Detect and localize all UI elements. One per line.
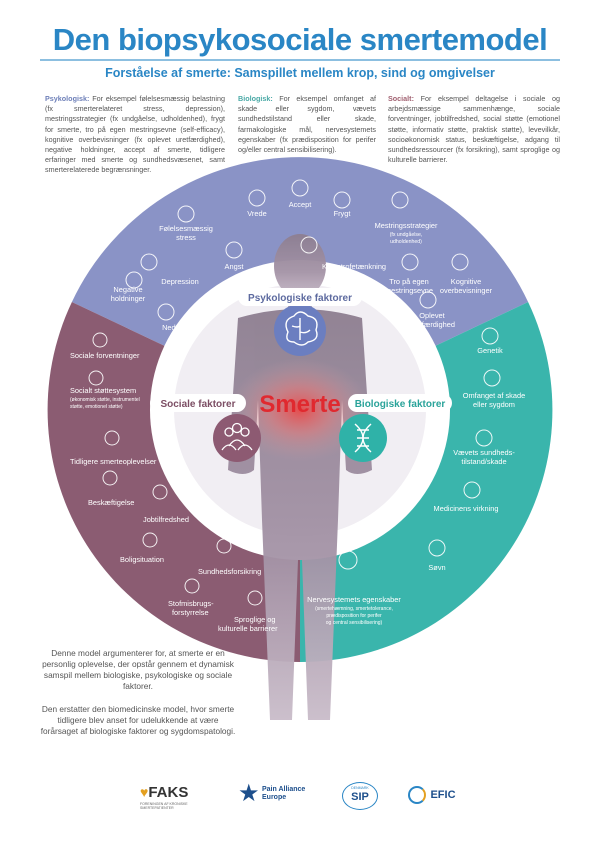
psych-item-nedtrykthed: Nedtrykthed <box>162 323 202 332</box>
group-icon <box>213 414 261 462</box>
pain-alliance-europe-logo: ★ Pain Alliance Europe <box>238 780 305 807</box>
bio-item-vaev: Vævets sundheds- <box>453 448 515 457</box>
psych-item-negative-2: holdninger <box>111 294 146 303</box>
psychological-description: Psykologisk: For eksempel følelsesmæssig… <box>45 94 225 176</box>
bio-item-medicin: Medicinens virkning <box>434 504 499 513</box>
pae-logo-line2: Europe <box>262 794 287 801</box>
psych-item-accept: Accept <box>289 200 312 209</box>
pae-logo-line1: Pain Alliance <box>262 786 306 793</box>
social-item-bolig: Boligsituation <box>120 555 164 564</box>
bio-item-genetik: Genetik <box>477 346 503 355</box>
psych-item-kognitive: Kognitive <box>451 277 481 286</box>
dna-icon-helix <box>354 423 372 453</box>
social-label: Socialt: <box>388 94 414 103</box>
psych-item-negative: Negative <box>113 285 142 294</box>
psych-item-kognitive-2: overbevisninger <box>440 286 493 295</box>
bio-item-nerve-sub3: og central sensibilisering) <box>326 620 383 626</box>
bottom-paragraph-2: Den erstatter den biomedicinske model, h… <box>40 704 236 736</box>
page-subtitle: Forståelse af smerte: Samspillet mellem … <box>105 66 495 80</box>
psych-item-oplevet: Oplevet <box>419 311 444 320</box>
efic-logo-text: EFIC <box>430 789 456 801</box>
psych-item-katastrofe: Katastrofetænkning <box>322 262 386 271</box>
psych-icons <box>125 179 469 321</box>
faks-logo: ♥FAKS FORENINGEN AF KRONISKE SMERTEPATIE… <box>140 784 220 810</box>
bio-item-nerve: Nervesystemets egenskaber <box>307 595 401 604</box>
social-item-sprog: Sproglige og <box>234 615 276 624</box>
bio-item-omfang: Omfanget af skade <box>463 391 525 400</box>
sip-logo-text: SIP <box>351 791 369 803</box>
psych-item-tro-2: mestringsevne <box>385 286 433 295</box>
social-factor-label: Sociale faktorer <box>160 399 235 410</box>
biological-label: Biologisk: <box>238 94 273 103</box>
psych-item-mestring-sub1: (fx undgåelse, <box>390 231 423 238</box>
psych-item-stress-2: stress <box>176 233 196 242</box>
brain-icon-lines <box>285 311 318 346</box>
bio-item-sovn: Søvn <box>428 563 445 572</box>
efic-swirl-icon <box>408 786 426 804</box>
biological-text: For eksempel omfanget af skade eller syg… <box>238 94 376 155</box>
heart-icon: ♥ <box>140 784 149 800</box>
psych-item-angst: Angst <box>225 262 244 271</box>
social-description: Socialt: For eksempel deltagelse i socia… <box>388 94 560 165</box>
psychological-factor-pill <box>238 288 362 306</box>
logo-bar: ♥FAKS FORENINGEN AF KRONISKE SMERTEPATIE… <box>0 782 600 822</box>
faks-logo-text: FAKS <box>148 784 189 801</box>
psych-item-stress: Følelsesmæssig <box>159 224 213 233</box>
sip-logo-top: DENMARK <box>351 786 369 790</box>
social-icons <box>88 332 263 606</box>
social-item-beskaeftigelse: Beskæftigelse <box>88 498 134 507</box>
group-icon-figures <box>221 422 253 451</box>
social-item-stotte-sub2: støtte, emotionel støtte) <box>70 404 123 410</box>
social-item-forventninger: Sociale forventninger <box>70 351 140 360</box>
social-item-stof-2: forstyrrelse <box>172 608 209 617</box>
bottom-paragraph-1: Denne model argumenterer for, at smerte … <box>42 648 234 691</box>
social-item-jobtilfredshed: Jobtilfredshed <box>143 515 189 524</box>
bio-item-omfang-2: eller sygdom <box>473 400 515 409</box>
social-text: For eksempel deltagelse i sociale og arb… <box>388 94 560 165</box>
social-item-sundhed: Sundhedsforsikring <box>198 567 261 576</box>
page-title: Den biopsykosociale smertemodel <box>52 22 548 57</box>
psych-item-oplevet-2: uretfærdighed <box>409 320 455 329</box>
psych-item-mestring-sub2: udholdenhed) <box>390 239 422 245</box>
psych-item-mestring: Mestringsstrategier <box>375 221 438 230</box>
social-item-stotte: Socialt støttesystem <box>70 386 136 395</box>
title-divider <box>40 59 560 61</box>
sip-logo: DENMARK SIP <box>342 782 378 810</box>
psych-item-frygt: Frygt <box>334 209 351 218</box>
psychological-factor-label: Psykologiske faktorer <box>248 293 352 304</box>
bio-item-vaev-2: tilstand/skade <box>461 457 506 466</box>
psych-item-depression: Depression <box>161 277 198 286</box>
psychological-label: Psykologisk: <box>45 94 90 103</box>
biological-description: Biologisk: For eksempel omfanget af skad… <box>238 94 376 155</box>
efic-logo: EFIC <box>408 786 456 804</box>
psych-item-tro: Tro på egen <box>389 277 429 286</box>
social-item-sprog-2: kulturelle barrierer <box>218 624 278 633</box>
psych-item-vrede: Vrede <box>247 209 266 218</box>
social-factor-pill <box>150 394 246 412</box>
biological-factor-pill <box>348 394 452 412</box>
bio-item-nerve-sub1: (smertehæmning, smertetolerance, <box>315 606 393 612</box>
smerte-label: Smerte <box>259 391 340 418</box>
bio-item-nerve-sub2: prædisposition for perifer <box>326 613 382 619</box>
social-item-stof: Stofmisbrugs- <box>168 599 214 608</box>
biological-factor-label: Biologiske faktorer <box>355 399 446 410</box>
bio-icons <box>338 327 501 570</box>
faks-logo-subtext: FORENINGEN AF KRONISKE SMERTEPATIENTER <box>140 802 188 810</box>
social-item-stotte-sub1: (økonomisk støtte, instrumentel <box>70 397 140 403</box>
social-item-tidligere: Tidligere smerteoplevelser <box>70 457 157 466</box>
pain-glow <box>230 358 370 462</box>
star-icon: ★ <box>238 780 260 807</box>
psychological-text: For eksempel følelsesmæssig belastning (… <box>45 94 225 175</box>
